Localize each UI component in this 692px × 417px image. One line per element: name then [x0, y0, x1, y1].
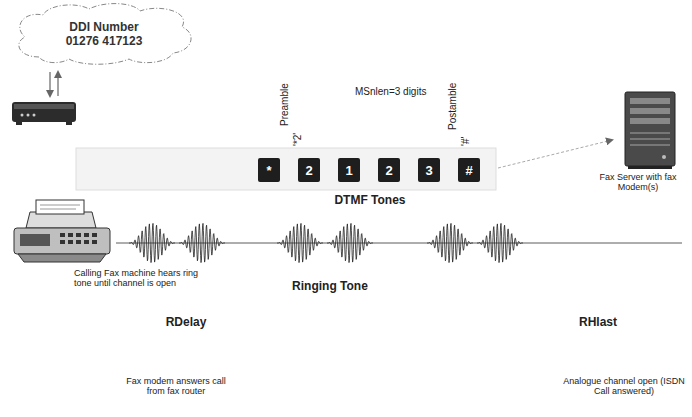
tone-heading: Ringing Tone	[265, 280, 395, 294]
fax-note: Calling Fax machine hears ring tone unti…	[74, 268, 210, 289]
cloud-heading: DDI Number	[69, 20, 138, 34]
tone-burst	[179, 223, 225, 262]
key-label: #	[465, 163, 472, 178]
dtmf-key: 2	[378, 158, 400, 182]
postamble-label: Postamble	[447, 83, 459, 130]
signal-arrow	[498, 140, 612, 168]
key-label: *	[266, 163, 271, 178]
dtmf-key: 3	[418, 158, 440, 182]
fax-router	[12, 102, 76, 125]
key-label: 2	[305, 163, 312, 178]
signal-band	[76, 148, 496, 190]
postamble-value: '#'	[460, 137, 472, 146]
key-label: 2	[385, 163, 392, 178]
dtmf-key: *	[258, 158, 280, 182]
tone-burst	[327, 223, 373, 262]
tone-burst	[129, 223, 175, 262]
fax-server	[625, 92, 675, 169]
double-arrow	[50, 72, 58, 96]
phone-number: 01276 417123	[66, 34, 143, 48]
tone-burst	[477, 223, 523, 262]
dtmf-heading: DTMF Tones	[310, 194, 430, 208]
timer-name: RHlast	[558, 316, 638, 330]
tone-burst	[277, 223, 323, 262]
fax-machine	[14, 200, 110, 262]
dtmf-key: 1	[338, 158, 360, 182]
timer-name: RDelay	[146, 316, 226, 330]
preamble-value: '*2'	[292, 133, 304, 146]
step-note: Analogue channel open (ISDN Call answere…	[562, 376, 686, 397]
key-label: 3	[425, 163, 432, 178]
cloud-shape: DDI Number01276 417123	[9, 1, 199, 67]
step-note: Fax modem answers call from fax router	[117, 376, 235, 397]
dtmf-key: #	[458, 158, 480, 182]
tone-line	[116, 243, 682, 244]
digit-count: MSnlen=3 digits	[355, 86, 426, 98]
tone-burst	[427, 223, 473, 262]
server-label: Fax Server with fax Modem(s)	[588, 172, 688, 193]
ringing-waves	[129, 223, 523, 262]
key-label: 1	[345, 163, 352, 178]
preamble-label: Preamble	[279, 83, 291, 126]
dtmf-key: 2	[298, 158, 320, 182]
